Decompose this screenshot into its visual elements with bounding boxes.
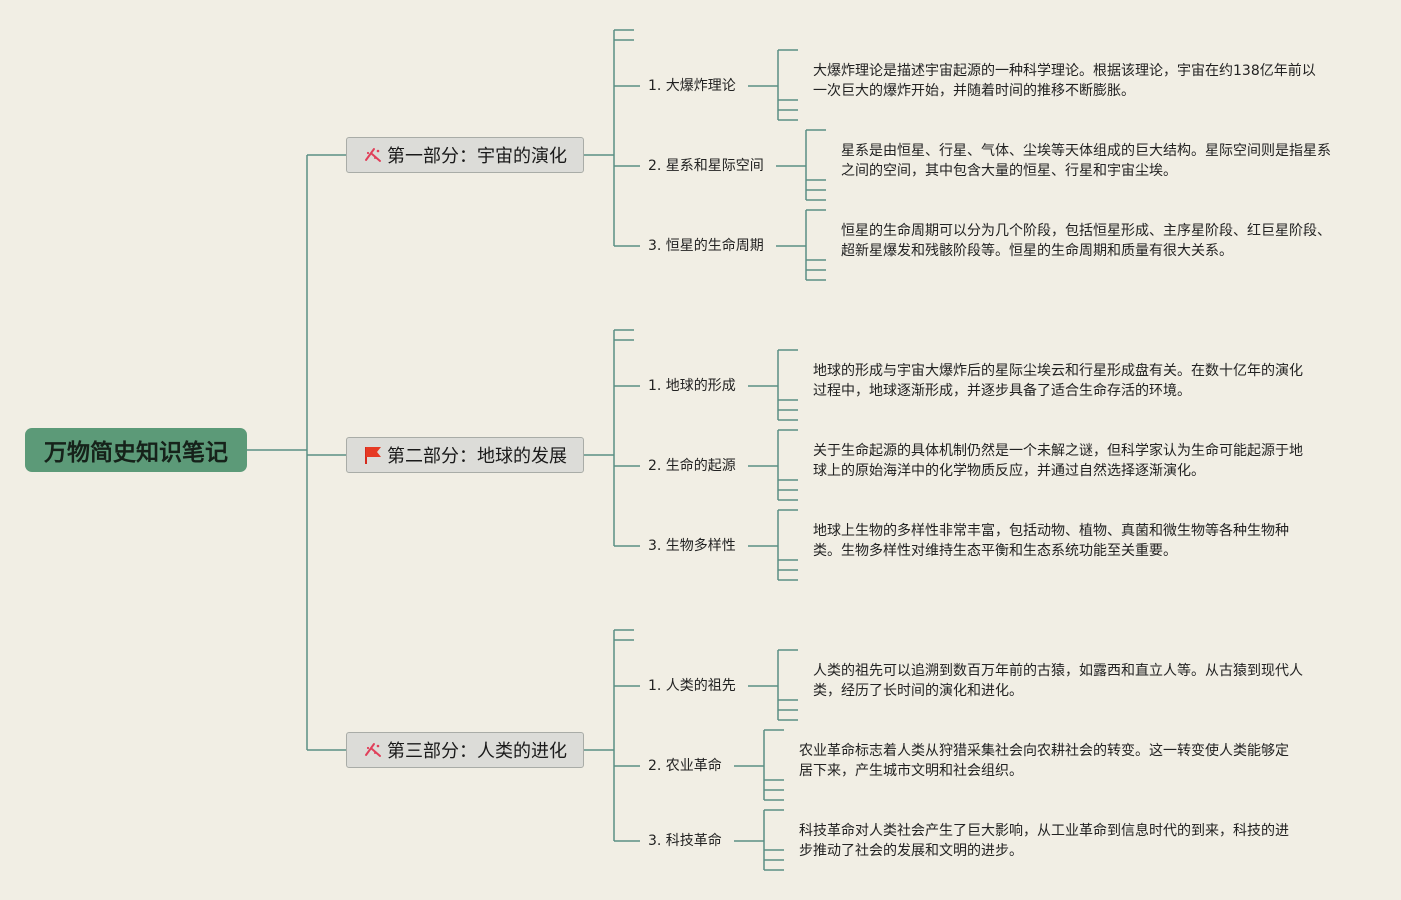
topic-node[interactable]: 2. 生命的起源 [648, 458, 736, 474]
section-title: 第二部分：地球的发展 [387, 446, 567, 467]
section-title: 第一部分：宇宙的演化 [387, 146, 567, 167]
description-text: 人类的祖先可以追溯到数百万年前的古猿，如露西和直立人等。从古猿到现代人类，经历了… [813, 663, 1303, 699]
description-text: 农业革命标志着人类从狩猎采集社会向农耕社会的转变。这一转变使人类能够定居下来，产… [799, 743, 1289, 779]
topic-node[interactable]: 1. 地球的形成 [648, 378, 736, 394]
section-node-3[interactable]: 第三部分：人类的进化 [346, 732, 584, 768]
sparkle-icon [363, 740, 383, 760]
topic-node[interactable]: 3. 科技革命 [648, 833, 722, 849]
sparkle-icon [363, 145, 383, 165]
section-node-2[interactable]: 第二部分：地球的发展 [346, 437, 584, 473]
description-text: 关于生命起源的具体机制仍然是一个未解之谜，但科学家认为生命可能起源于地球上的原始… [813, 443, 1303, 479]
section-node-1[interactable]: 第一部分：宇宙的演化 [346, 137, 584, 173]
description-text: 星系是由恒星、行星、气体、尘埃等天体组成的巨大结构。星际空间则是指星系之间的空间… [841, 143, 1331, 179]
root-title: 万物简史知识笔记 [44, 440, 228, 466]
topic-node[interactable]: 1. 人类的祖先 [648, 678, 736, 694]
topic-node[interactable]: 3. 恒星的生命周期 [648, 238, 764, 254]
root-node[interactable]: 万物简史知识笔记 [25, 428, 247, 472]
description-text: 科技革命对人类社会产生了巨大影响，从工业革命到信息时代的到来，科技的进步推动了社… [799, 823, 1289, 859]
section-title: 第三部分：人类的进化 [387, 741, 567, 762]
topic-node[interactable]: 3. 生物多样性 [648, 538, 736, 554]
topic-node[interactable]: 1. 大爆炸理论 [648, 78, 736, 94]
description-text: 恒星的生命周期可以分为几个阶段，包括恒星形成、主序星阶段、红巨星阶段、超新星爆发… [841, 223, 1331, 259]
red-flag-icon [363, 445, 383, 465]
topic-node[interactable]: 2. 农业革命 [648, 758, 722, 774]
description-text: 地球上生物的多样性非常丰富，包括动物、植物、真菌和微生物等各种生物种类。生物多样… [813, 523, 1289, 559]
description-text: 大爆炸理论是描述宇宙起源的一种科学理论。根据该理论，宇宙在约138亿年前以一次巨… [813, 63, 1316, 99]
topic-node[interactable]: 2. 星系和星际空间 [648, 158, 764, 174]
description-text: 地球的形成与宇宙大爆炸后的星际尘埃云和行星形成盘有关。在数十亿年的演化过程中，地… [813, 363, 1303, 399]
